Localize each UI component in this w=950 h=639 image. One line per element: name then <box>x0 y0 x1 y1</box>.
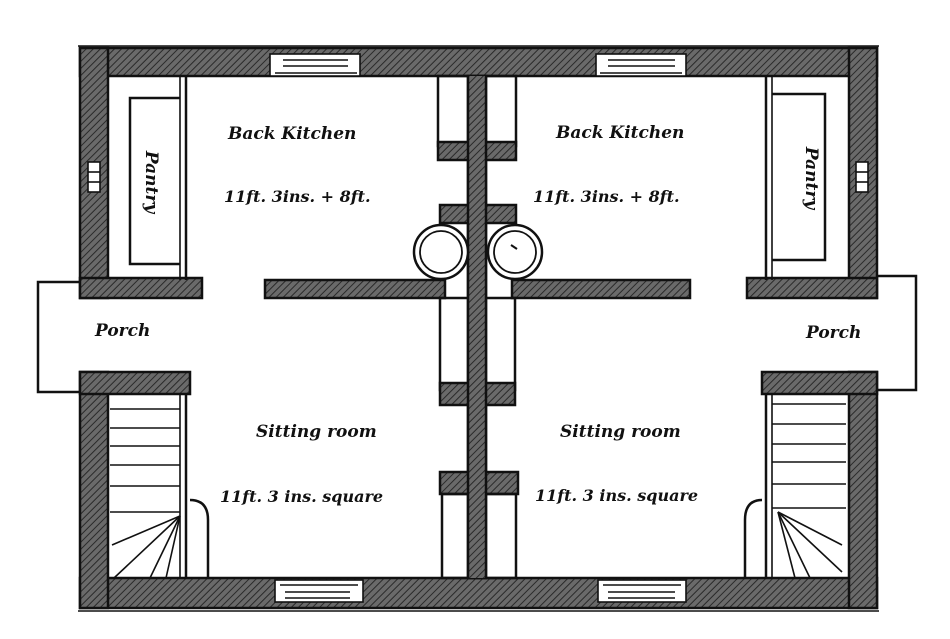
staircase-right <box>743 394 846 579</box>
room-back-kitchen-right: Back Kitchen 11ft. 3ins. + 8ft. <box>533 123 684 206</box>
window-bottom-left <box>274 579 364 603</box>
room-sitting-left: Sitting room 11ft. 3 ins. square <box>220 422 383 506</box>
pantry-right-label: Pantry <box>801 146 821 211</box>
sitting-room-left-label: Sitting room <box>256 422 377 442</box>
porch-right-label: Porch <box>805 323 861 343</box>
partition-walls <box>78 276 879 396</box>
window-pantry-right <box>855 161 869 193</box>
window-top-left <box>269 53 361 77</box>
porch-left: Porch <box>36 280 150 394</box>
back-kitchen-right-dimensions: 11ft. 3ins. + 8ft. <box>533 187 680 206</box>
chimney-stack <box>436 74 520 580</box>
porch-right: Porch <box>805 274 918 392</box>
copper-left <box>412 223 470 281</box>
sitting-room-right-label: Sitting room <box>560 422 681 442</box>
window-top-right <box>595 53 687 77</box>
pantry-right: Pantry <box>764 76 827 280</box>
room-sitting-right: Sitting room 11ft. 3 ins. square <box>535 422 698 505</box>
pantry-left: Pantry <box>128 76 188 280</box>
sitting-room-right-dimensions: 11ft. 3 ins. square <box>535 486 698 505</box>
back-kitchen-right-label: Back Kitchen <box>555 123 684 143</box>
pantry-left-label: Pantry <box>141 150 161 215</box>
outer-walls <box>78 45 879 612</box>
room-back-kitchen-left: Back Kitchen 11ft. 3ins. + 8ft. <box>224 124 371 206</box>
porch-left-label: Porch <box>94 321 150 341</box>
window-bottom-right <box>597 579 687 603</box>
sitting-room-left-dimensions: 11ft. 3 ins. square <box>220 487 383 506</box>
staircase-left <box>110 394 210 579</box>
back-kitchen-left-label: Back Kitchen <box>227 124 356 144</box>
window-pantry-left <box>87 161 101 193</box>
copper-right <box>486 223 544 281</box>
back-kitchen-left-dimensions: 11ft. 3ins. + 8ft. <box>224 187 371 206</box>
